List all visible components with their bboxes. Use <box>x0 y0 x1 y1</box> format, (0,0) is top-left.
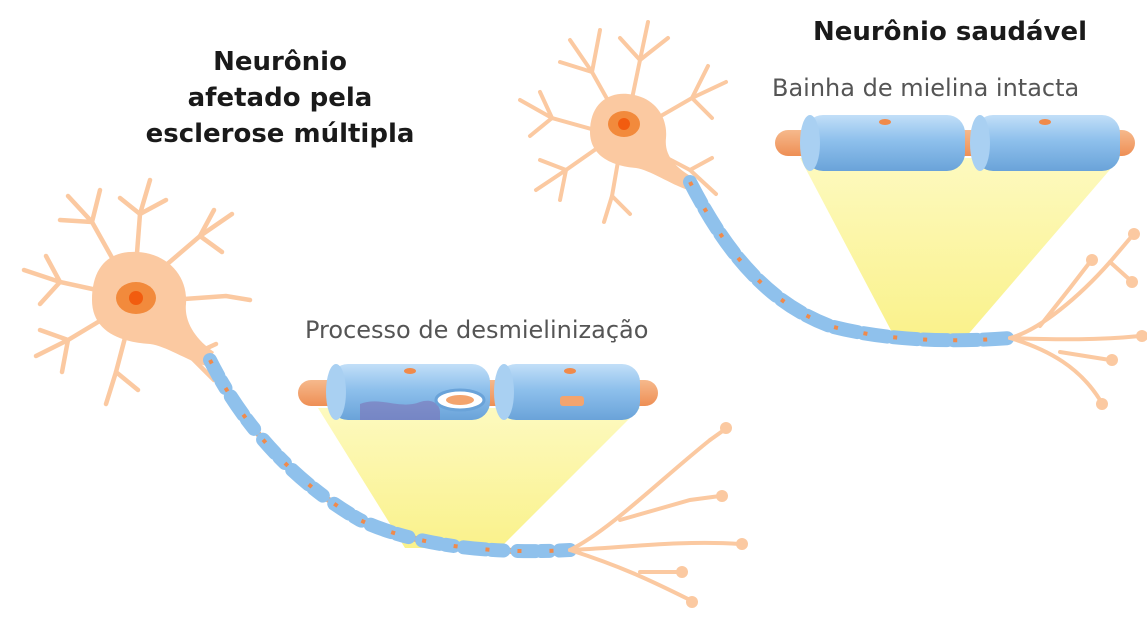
affected-title-line-1: Neurônio <box>130 44 430 80</box>
healthy-neuron-title: Neurônio saudável <box>790 14 1110 50</box>
affected-terminal-buttons <box>676 422 748 608</box>
demyelination-sheath <box>298 364 658 420</box>
affected-title-line-2: afetado pela <box>130 80 430 116</box>
affected-neuron-caption: Processo de desmielinização <box>305 316 648 344</box>
affected-neuron-title: Neurônio afetado pela esclerose múltipla <box>130 44 430 152</box>
affected-axon-terminals <box>570 430 740 600</box>
affected-nucleolus <box>129 291 143 305</box>
healthy-zoom-beam <box>800 158 1120 338</box>
affected-neuron <box>24 180 748 608</box>
healthy-neuron-caption: Bainha de mielina intacta <box>772 74 1079 102</box>
healthy-soma <box>590 94 694 190</box>
intact-myelin-sheath <box>775 115 1135 171</box>
affected-soma <box>92 252 214 366</box>
affected-title-line-3: esclerose múltipla <box>130 116 430 152</box>
healthy-nucleolus <box>618 118 630 130</box>
